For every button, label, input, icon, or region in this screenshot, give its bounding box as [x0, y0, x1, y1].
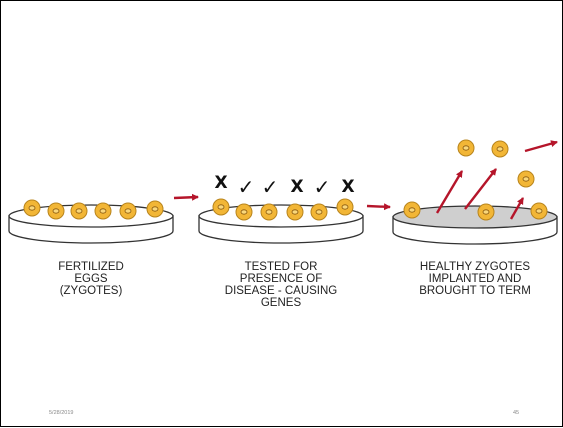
- arrow-icon: [366, 203, 391, 211]
- zygote-icon: [477, 203, 495, 221]
- zygote-row-1: [23, 199, 164, 220]
- zygote-icon: [310, 203, 328, 221]
- zygote-icon: [47, 202, 65, 220]
- caption-fertilized-eggs: FERTILIZED EGGS (ZYGOTES): [58, 261, 124, 297]
- caption-tested-genes: TESTED FOR PRESENCE OF DISEASE - CAUSING…: [224, 261, 338, 309]
- zygote-icon: [286, 203, 304, 221]
- arrow-icon: [435, 170, 464, 214]
- check-icon: ✓: [238, 175, 255, 199]
- zygote-icon: [530, 202, 548, 220]
- zygote-icon: [403, 201, 421, 219]
- caption-healthy-zygotes: HEALTHY ZYGOTES IMPLANTED AND BROUGHT TO…: [419, 261, 531, 297]
- zygote-icon: [235, 203, 253, 221]
- arrow-icon: [524, 140, 558, 153]
- zygote-icon: [23, 199, 41, 217]
- test-marks: X ✓ ✓ X ✓ X: [214, 173, 354, 199]
- zygote-icon: [119, 202, 137, 220]
- x-icon: X: [290, 177, 303, 197]
- x-icon: X: [214, 173, 227, 193]
- footer-date: 5/28/2019: [49, 410, 74, 416]
- zygote-icon: [94, 202, 112, 220]
- zygote-row-2: [212, 198, 354, 221]
- x-icon: X: [341, 177, 354, 197]
- implant-arrows: [435, 140, 558, 220]
- zygote-icon: [457, 139, 475, 157]
- zygote-icon: [260, 203, 278, 221]
- zygote-icon: [517, 170, 535, 188]
- arrow-icon: [464, 168, 497, 210]
- zygote-icon: [70, 202, 88, 220]
- arrow-icon: [173, 193, 199, 201]
- page-number: 45: [513, 410, 520, 416]
- check-icon: ✓: [314, 175, 331, 199]
- zygote-icon: [491, 140, 509, 158]
- zygote-icon: [146, 200, 164, 218]
- zygote-row-3: [403, 139, 548, 221]
- arrow-icon: [509, 197, 525, 220]
- zygote-icon: [212, 198, 230, 216]
- zygote-icon: [336, 198, 354, 216]
- check-icon: ✓: [262, 175, 279, 199]
